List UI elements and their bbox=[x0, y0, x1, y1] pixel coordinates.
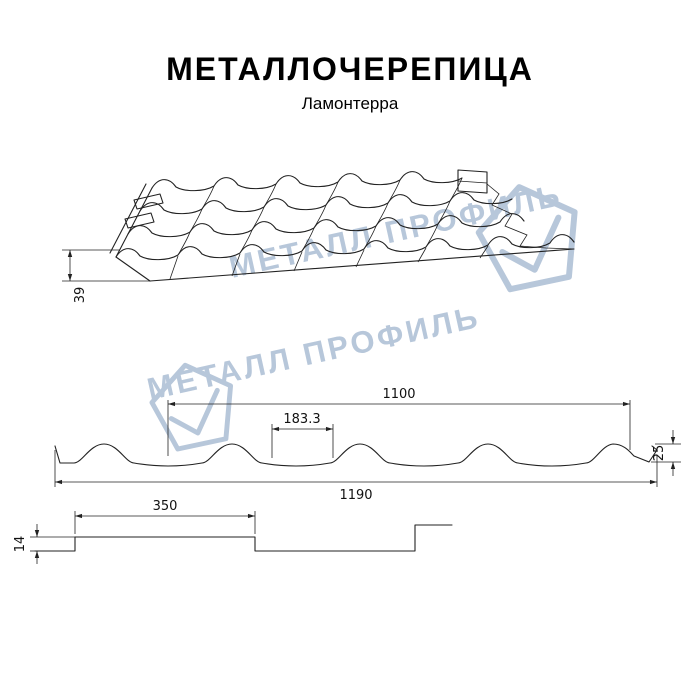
pentagon-logo-fold bbox=[499, 214, 562, 273]
dimension-1100: 1100 bbox=[167, 387, 631, 456]
dimension-183: 183.3 bbox=[271, 412, 334, 458]
step-profile-line bbox=[34, 524, 453, 552]
gable-trim-piece bbox=[124, 212, 155, 229]
profile-cross-section-line bbox=[54, 443, 658, 467]
tile-row-line bbox=[115, 234, 575, 261]
eave-line bbox=[149, 248, 575, 282]
step-profile-drawing: 350 14 bbox=[13, 499, 453, 564]
dim-label-step-length: 350 bbox=[153, 499, 178, 514]
roof-perspective-drawing: 39 bbox=[62, 169, 575, 304]
dim-label-profile-height: 25 bbox=[652, 445, 667, 462]
watermark-layer: МЕТАЛЛ ПРОФИЛЬ МЕТАЛЛ ПРОФИЛЬ bbox=[144, 177, 578, 452]
dim-label-working-width: 1100 bbox=[382, 387, 415, 402]
dimension-39: 39 bbox=[62, 249, 150, 304]
dim-label-step-height: 14 bbox=[13, 536, 28, 553]
torn-edge bbox=[486, 183, 575, 250]
dimension-1190: 1190 bbox=[54, 450, 658, 503]
watermark-logo-icon bbox=[475, 184, 578, 293]
ridge-end-cap bbox=[457, 169, 488, 194]
ridge-end-cap-line bbox=[457, 180, 488, 184]
gable-edge-line bbox=[115, 187, 153, 258]
pentagon-logo-outline bbox=[475, 184, 578, 293]
eave-line bbox=[115, 256, 151, 282]
page-title: МЕТАЛЛОЧЕРЕПИЦА bbox=[166, 51, 534, 87]
dim-label-wave-pitch: 183.3 bbox=[283, 412, 320, 427]
watermark-text: МЕТАЛЛ ПРОФИЛЬ bbox=[226, 177, 565, 285]
pentagon-logo-outline bbox=[149, 362, 234, 452]
gable-trim-piece bbox=[133, 193, 164, 210]
cross-section-drawing: 1100 183.3 25 1190 bbox=[54, 387, 681, 503]
dim-label-eave-height: 39 bbox=[73, 287, 88, 304]
tile-row-line bbox=[151, 171, 463, 192]
tile-wave-columns bbox=[169, 177, 489, 280]
dimension-25: 25 bbox=[651, 430, 681, 476]
watermark-text: МЕТАЛЛ ПРОФИЛЬ bbox=[144, 299, 483, 407]
dimension-350: 350 bbox=[74, 499, 256, 534]
page-subtitle: Ламонтерра bbox=[302, 94, 399, 113]
dimension-14: 14 bbox=[13, 524, 75, 564]
dim-label-overall-width: 1190 bbox=[339, 488, 372, 503]
